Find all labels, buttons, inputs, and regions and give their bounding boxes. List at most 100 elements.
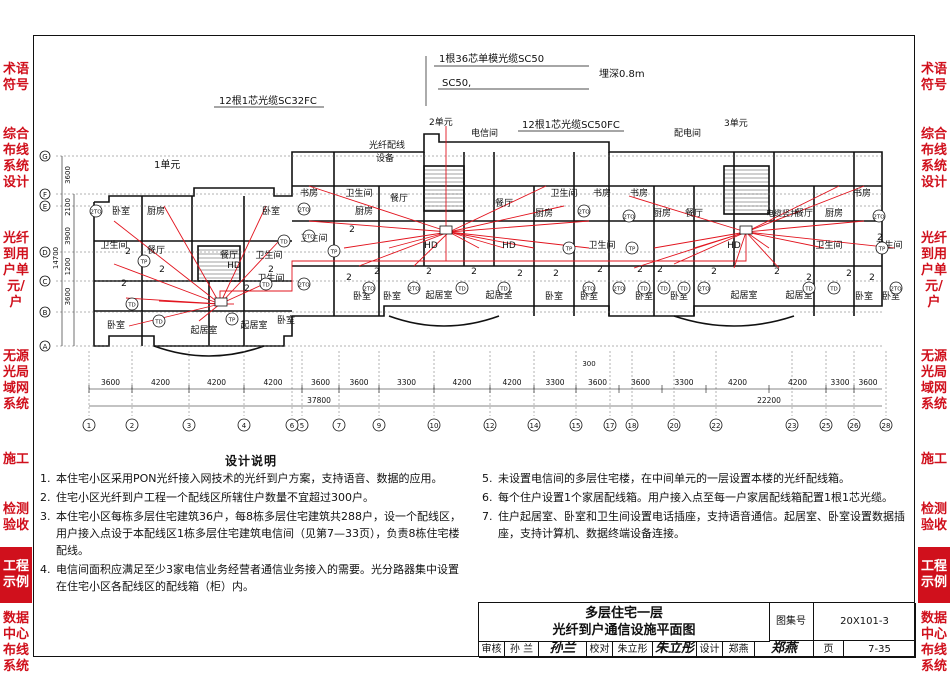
room-label: 起居室: [730, 289, 757, 301]
side-tab[interactable]: 施工: [2, 452, 29, 467]
callout-32fc: 12根1芯光缆SC32FC: [219, 94, 317, 107]
fiber-cable: [219, 240, 280, 305]
note-text: 住户起居室、卧室和卫生间设置电话插座，支持语音通信。起居室、卧室设置数据插座，支…: [498, 510, 905, 540]
callout-sc50: SC50,: [442, 78, 471, 89]
outlet-icon: [125, 297, 139, 311]
dim-text: 3600: [311, 378, 330, 387]
side-tab[interactable]: 无源光局域网系统: [2, 349, 29, 412]
outlet-icon: [622, 209, 636, 223]
side-tab[interactable]: 数据中心布线系统: [2, 611, 29, 674]
outlet-label: TP: [330, 250, 338, 256]
outlet-icon: [802, 281, 816, 295]
stair: [197, 245, 241, 282]
outlet-icon: [697, 281, 711, 295]
room-label: 厨房: [147, 205, 165, 217]
side-tab[interactable]: 检测验收: [920, 502, 947, 533]
side-tab[interactable]: 综合布线系统设计: [2, 126, 29, 190]
cable-count: 2: [517, 269, 523, 279]
distribution-box: [214, 297, 228, 307]
col-axis-bubble: [427, 418, 441, 432]
fiber-cable: [158, 300, 221, 305]
room-label: HD: [727, 241, 741, 251]
side-tab[interactable]: 检测验收: [2, 502, 29, 533]
note-item: 2.住宅小区光纤到户工程一个配线区所辖住户数量不宜超过300户。: [40, 489, 468, 506]
fiber-cable: [388, 231, 450, 249]
cable-count: 2: [159, 265, 165, 275]
col-axis-bubble: [667, 418, 681, 432]
outlet-label: 2TO: [583, 287, 595, 293]
outlet-icon: [455, 281, 469, 295]
col-axis-label: 17: [606, 422, 615, 430]
page-label: 页: [814, 641, 844, 658]
row-axis-label: G: [42, 153, 47, 161]
side-tab[interactable]: 工程示例: [918, 547, 950, 603]
fiber-cable: [745, 231, 770, 249]
cable-count: 2: [374, 267, 380, 277]
outlet-label: 2TO: [613, 287, 625, 293]
callout-50fc: 12根1芯光缆SC50FC: [522, 118, 620, 131]
outlet-icon: [657, 281, 671, 295]
note-number: 6.: [482, 491, 493, 504]
outlet-label: TP: [565, 247, 573, 253]
outlet-icon: [497, 281, 511, 295]
fiber-cable: [628, 195, 747, 233]
callout-unit-1: 1单元: [154, 159, 180, 171]
row-axis-bubble: [39, 188, 51, 200]
callout-fiber-box: 光纤配线: [369, 139, 405, 151]
room-label: 卧室: [262, 205, 280, 217]
outlet-label: TP: [140, 260, 148, 266]
outlet-icon: [612, 281, 626, 295]
room-label: 书房: [853, 187, 871, 199]
note-number: 4.: [40, 563, 51, 576]
note-text: 本住宅小区每栋多层住宅建筑36户，每8栋多层住宅建筑共288户，设一个配线区，用…: [56, 510, 461, 557]
dim-text: 3600: [858, 378, 877, 387]
side-tab[interactable]: 施工: [920, 452, 947, 467]
dim-text: 2100: [64, 198, 72, 216]
title-block: 多层住宅一层 光纤到户通信设施平面图 图集号 20X101-3 审核 孙 兰 孙…: [478, 602, 916, 658]
side-tab[interactable]: 术语符号: [2, 62, 29, 93]
outlet-label: TD: [499, 287, 508, 293]
outlet-label: 2TO: [408, 287, 420, 293]
note-text: 电信间面积应满足至少3家电信业务经营者通信业务接入的需要。光分路器集中设置在住宅…: [56, 563, 459, 593]
col-axis-bubble: [625, 418, 639, 432]
side-tab[interactable]: 光纤到用户单元/户: [920, 231, 947, 310]
side-tab[interactable]: 综合布线系统设计: [920, 126, 947, 190]
outlet-label: TD: [659, 287, 668, 293]
note-text: 每个住户设置1个家居配线箱。用户接入点至每一户家居配线箱配置1根1芯光缆。: [498, 491, 893, 504]
col-axis-label: 15: [572, 422, 581, 430]
row-axis-bubble: [39, 246, 51, 258]
side-tab[interactable]: 光纤到用户单元/户: [2, 231, 29, 310]
side-tab[interactable]: 工程示例: [0, 547, 32, 603]
side-tab[interactable]: 数据中心布线系统: [920, 611, 947, 674]
outlet-icon: [889, 281, 903, 295]
room-label: 卧室: [277, 314, 295, 326]
fiber-cable: [343, 231, 450, 249]
col-axis-label: 26: [850, 422, 859, 430]
col-axis-label: 6: [290, 422, 295, 430]
dim-text: 4200: [263, 378, 282, 387]
col-axis-bubble: [527, 418, 541, 432]
outlet-icon: [152, 314, 166, 328]
outlet-label: 2TO: [90, 210, 102, 216]
side-tab[interactable]: 术语符号: [920, 62, 947, 93]
outlet-icon: [89, 204, 103, 218]
room-label: 餐厅: [220, 249, 238, 261]
side-tab[interactable]: 无源光局域网系统: [920, 349, 947, 412]
dim-text: 4200: [207, 378, 226, 387]
distribution-box: [739, 225, 753, 235]
cable-count: 2: [774, 267, 780, 277]
col-axis-bubble: [569, 418, 583, 432]
outlet-icon: [637, 281, 651, 295]
dim-text: 3300: [545, 378, 564, 387]
outlet-icon: [302, 229, 316, 243]
atlas-number: 20X101-3: [814, 603, 916, 641]
bay-window: [388, 315, 500, 327]
fiber-cable: [308, 185, 450, 233]
room-label: 卫生间: [100, 239, 127, 251]
room-label: 卧室: [112, 205, 130, 217]
length-label: 300: [582, 360, 595, 368]
row-axis-bubble: [39, 150, 51, 162]
fiber-cable: [113, 263, 221, 305]
outlet-icon: [875, 241, 889, 255]
outlet-icon: [297, 202, 311, 216]
